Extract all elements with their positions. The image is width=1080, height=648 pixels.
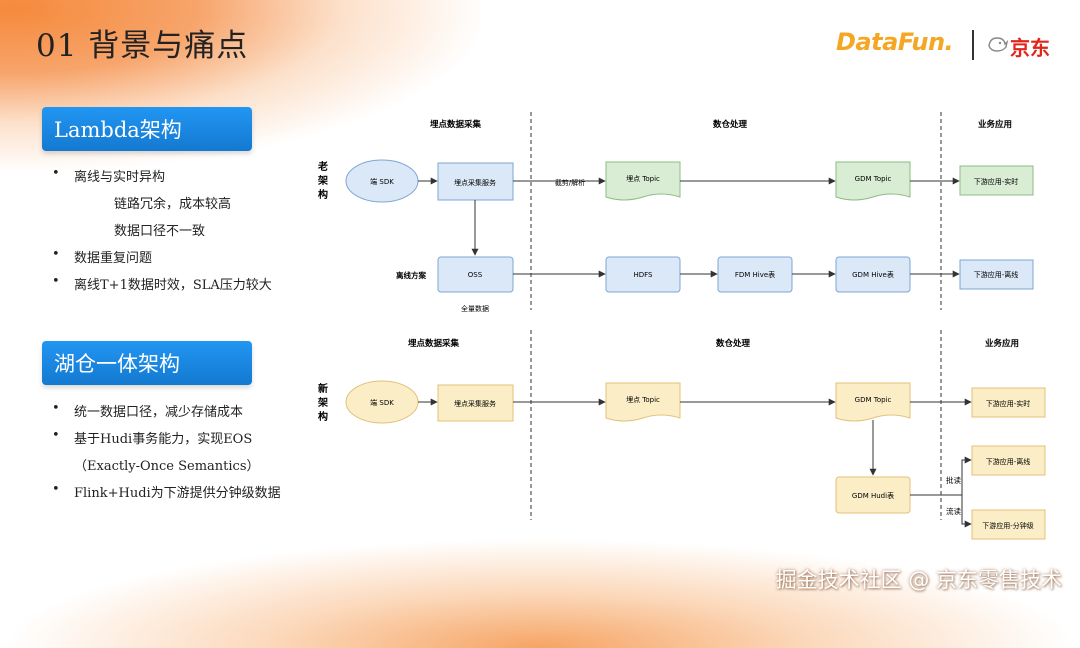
new-node-down-min-shape: [971, 509, 1046, 540]
lambda-heading: Lambda架构: [42, 107, 252, 151]
new-node-collect-shape: [437, 384, 514, 422]
old-header-business: 业务应用: [978, 119, 1012, 130]
old-node-gdm-topic-shape: [835, 161, 911, 201]
new-node-gdm-topic: GDM Topic: [855, 396, 892, 404]
new-node-down-min: 下游应用-分钟级: [982, 521, 1034, 530]
old-header-warehouse: 数仓处理: [713, 119, 748, 130]
old-node-collect: 埋点采集服务: [454, 178, 496, 187]
old-edge-label-crop: 截剪/解析: [555, 178, 585, 187]
list-item: 链路冗余，成本较高: [114, 197, 232, 212]
watermark: 掘金技术社区 @ 京东零售技术: [775, 568, 1062, 592]
old-arch-label-2: 架: [317, 174, 328, 187]
new-edge-hudi-stream: [961, 495, 972, 528]
new-node-down-off-shape: [971, 445, 1046, 476]
lakehouse-heading: 湖仓一体架构: [42, 341, 252, 385]
old-node-down-rt-shape: [959, 165, 1034, 196]
new-header-warehouse: 数仓处理: [716, 338, 751, 349]
old-node-down-rt: 下游应用-实时: [974, 177, 1019, 186]
new-header-collect: 埋点数据采集: [408, 338, 460, 349]
new-arch-label-3: 构: [318, 410, 328, 423]
old-node-oss: OSS: [468, 271, 483, 279]
new-node-sdk: 端 SDK: [370, 398, 394, 407]
jd-dog-icon: [988, 37, 1008, 52]
old-node-sdk: 端 SDK: [370, 177, 394, 186]
old-node-gdm-topic: GDM Topic: [855, 175, 892, 183]
datafun-logo: DataFun.: [836, 28, 954, 56]
new-node-topic: 埋点 Topic: [626, 395, 660, 404]
new-node-down-rt: 下游应用-实时: [986, 399, 1031, 408]
list-item: •离线T+1数据时效，SLA压力较大: [52, 274, 272, 293]
old-node-fdm-hive: FDM Hive表: [735, 270, 775, 279]
new-edge-hudi-batch: [910, 456, 972, 496]
old-node-hdfs: HDFS: [633, 271, 653, 279]
old-node-down-off-shape: [959, 259, 1034, 290]
old-node-down-off: 下游应用-离线: [974, 270, 1019, 279]
list-item: •统一数据口径，减少存储成本: [52, 401, 244, 420]
jd-logo-text: 京东: [1010, 36, 1050, 60]
new-arch-label-1: 新: [318, 382, 328, 395]
old-node-topic-shape: [605, 161, 681, 201]
list-item: （Exactly-Once Semantics）: [74, 459, 260, 474]
slide-title: 01 背景与痛点: [36, 28, 249, 64]
list-item: •基于Hudi事务能力，实现EOS: [52, 428, 253, 447]
new-node-gdm-hudi: GDM Hudi表: [852, 491, 894, 500]
new-node-down-off: 下游应用-离线: [986, 457, 1031, 466]
logo-divider: [972, 30, 974, 60]
new-node-down-rt-shape: [971, 387, 1046, 418]
list-item: •数据重复问题: [52, 247, 153, 266]
old-offline-label: 离线方案: [396, 270, 426, 280]
old-edge-label-full: 全量数据: [461, 304, 489, 313]
list-item: •Flink+Hudi为下游提供分钟级数据: [52, 482, 281, 501]
new-node-topic-shape: [605, 382, 681, 422]
old-node-topic: 埋点 Topic: [626, 174, 660, 183]
list-item: •离线与实时异构: [52, 166, 166, 185]
new-arch-label-2: 架: [317, 396, 328, 409]
architecture-diagram: 埋点数据采集 数仓处理 业务应用 老 架 构 端 SDK 埋点采集服务 埋点 T…: [317, 112, 1046, 540]
new-header-business: 业务应用: [985, 338, 1019, 349]
old-node-gdm-hive: GDM Hive表: [852, 270, 894, 279]
old-arch-label-3: 构: [318, 188, 328, 201]
old-node-collect-shape: [437, 162, 514, 201]
new-edge-label-stream: 流读: [946, 506, 961, 516]
list-item: 数据口径不一致: [114, 224, 206, 239]
old-header-collect: 埋点数据采集: [430, 119, 482, 130]
new-edge-label-batch: 批读: [946, 475, 961, 485]
new-node-collect: 埋点采集服务: [454, 399, 496, 408]
new-node-gdm-topic-shape: [835, 382, 911, 422]
old-arch-label-1: 老: [317, 160, 328, 173]
